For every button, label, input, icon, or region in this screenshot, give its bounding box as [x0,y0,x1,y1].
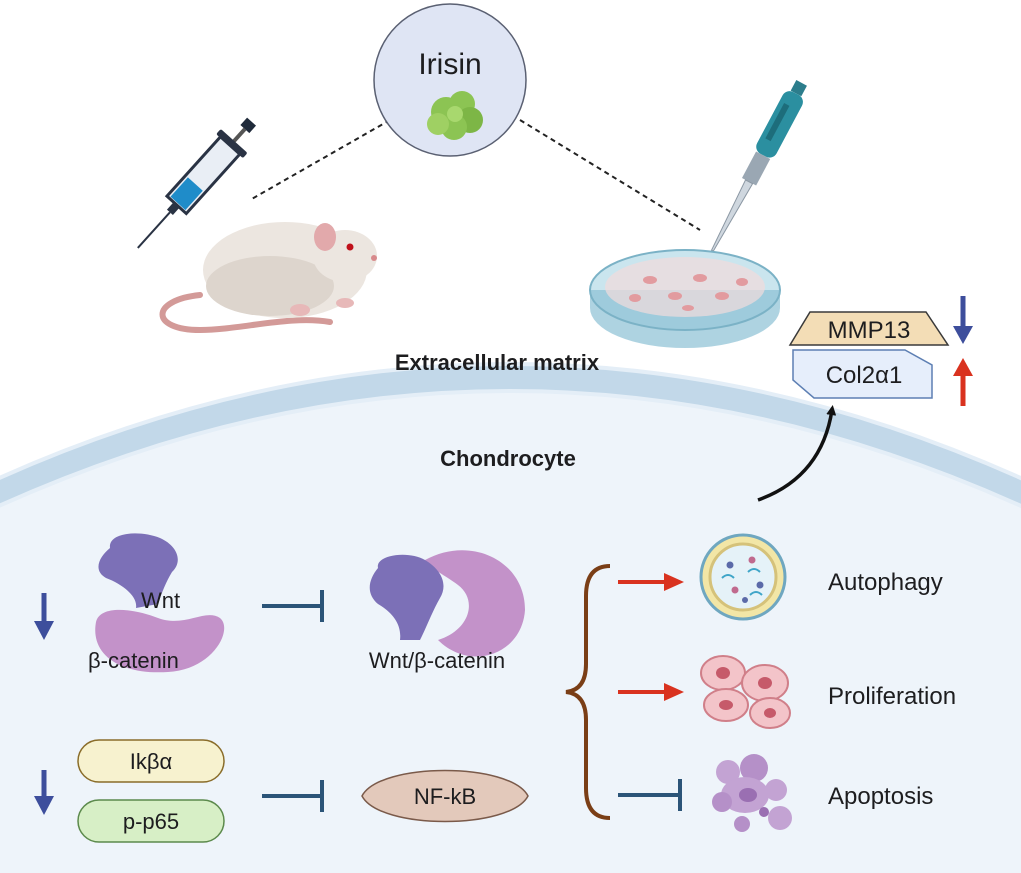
nfkb-protein: NF-kB [361,769,529,823]
wnt-protein-icon [98,533,178,608]
proliferation-label: Proliferation [828,683,956,710]
wnt-beta-catenin-complex-icon [369,550,525,657]
beta-catenin-protein-icon [95,609,225,673]
autophagy-label: Autophagy [828,569,943,596]
p65-protein: p-p65 [77,799,225,843]
irisin-node: Irisin [373,3,527,157]
mmp13-marker: MMP13 [788,311,950,346]
curved-arrow-to-markers [757,405,837,502]
p65-label: p-p65 [123,809,179,834]
apoptosis-label: Apoptosis [828,783,933,810]
inhibit-apoptosis [618,779,682,811]
mmp13-down-arrow-icon [953,296,973,344]
apoptotic-cells-icon [712,754,792,832]
petri-dish-icon [589,249,781,348]
col2a1-label: Col2α1 [826,362,903,389]
ikba-protein: Ikβα [77,739,225,783]
col2a1-up-arrow-icon [953,358,973,406]
down-arrow-nfkb-icon [34,770,54,815]
autophagosome-icon [699,533,787,621]
col2a1-marker: Col2α1 [792,349,933,399]
nfkb-label: NF-kB [414,784,476,809]
irisin-label: Irisin [418,48,481,81]
connector-to-mouse [249,119,391,201]
mouse-icon [159,222,377,334]
cell-membrane [0,364,1021,507]
beta-catenin-label: β-catenin [88,648,179,673]
inhibit-nfkb [262,780,324,812]
chondrocyte-label: Chondrocyte [440,446,576,471]
down-arrow-wnt-icon [34,593,54,640]
wnt-beta-catenin-label: Wnt/β-catenin [369,648,505,673]
pipette-icon [710,80,807,252]
syringe-icon [137,117,257,249]
inhibit-wnt-to-complex [262,590,324,622]
promote-autophagy-arrow [618,573,684,591]
wnt-label: Wnt [141,588,180,613]
irisin-protein-icon [427,91,483,140]
grouping-brace [565,564,611,820]
promote-proliferation-arrow [618,683,684,701]
mmp13-label: MMP13 [828,317,911,344]
proliferating-cells-icon [700,655,791,729]
ikba-label: Ikβα [130,749,173,774]
connector-to-dish [519,119,701,231]
extracellular-matrix-label: Extracellular matrix [395,350,600,375]
